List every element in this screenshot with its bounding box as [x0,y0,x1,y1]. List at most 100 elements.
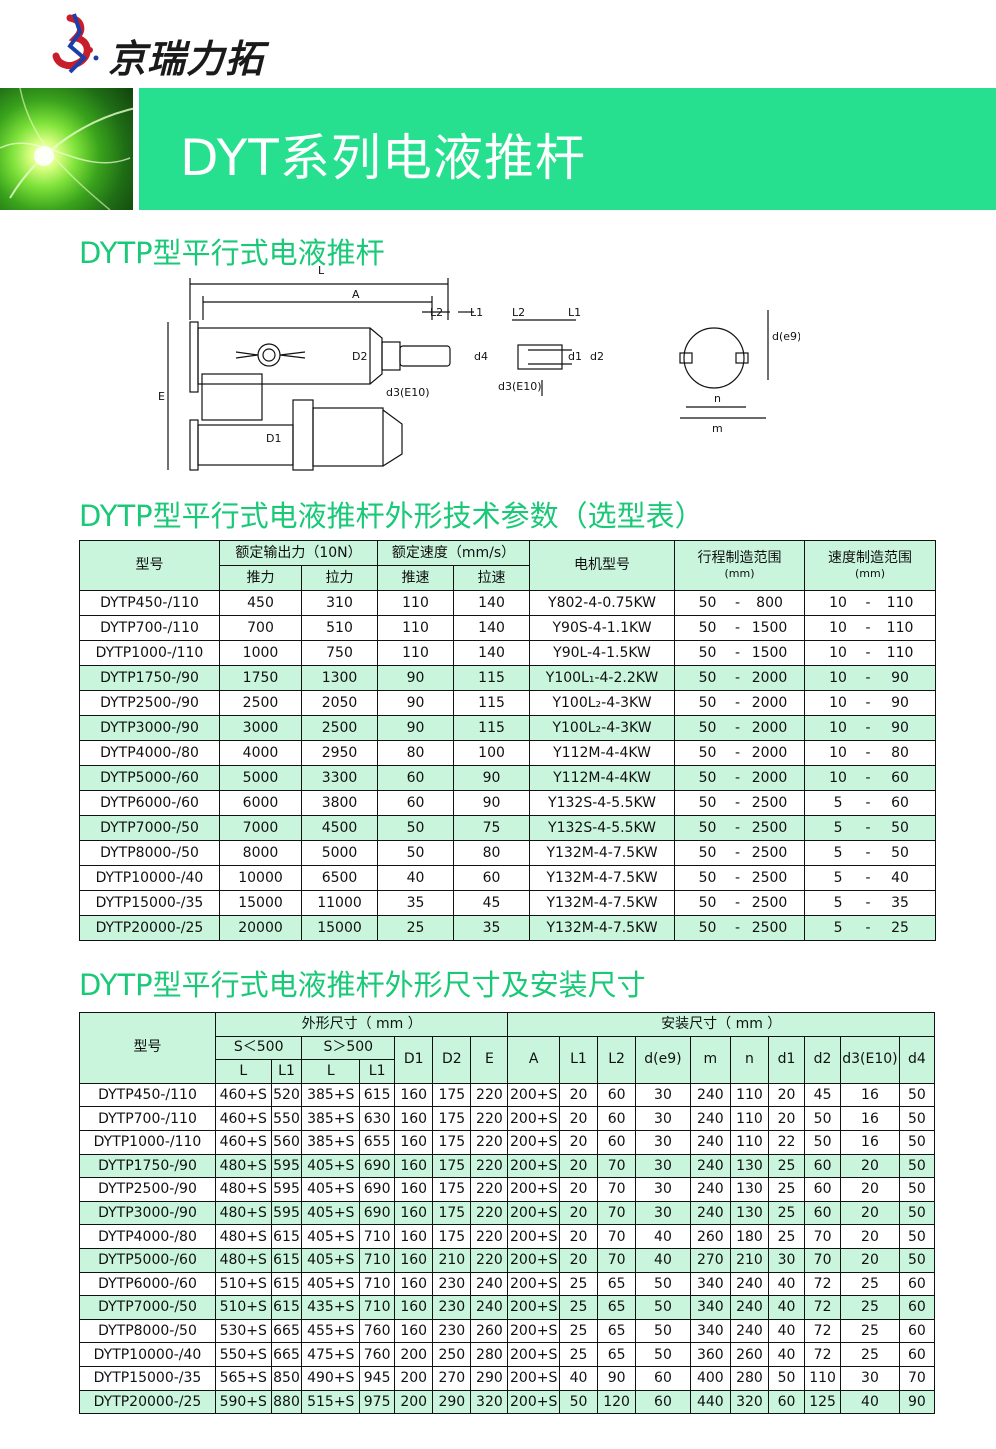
range-max: 2000 [751,695,788,711]
table-cell: 70 [597,1224,637,1249]
range-min: 5 [833,795,843,811]
dim-L1-label: L1 [470,306,483,319]
banner-title: DYT系列电液推杆 [180,129,586,187]
table-cell: 40 [558,1365,599,1391]
table-cell: 665 [270,1342,303,1367]
table-cell: DYTP2500-/90 [79,1177,216,1202]
table-cell: 240 [689,1106,731,1131]
table-cell: 615 [270,1247,303,1273]
header-pull: 拉力 [300,565,379,591]
table-cell: DYTP3000-/90 [79,715,220,741]
table-cell: 560 [270,1129,303,1155]
table-cell: 30 [635,1129,691,1155]
range-dash: - [735,895,741,911]
table-cell: 25 [767,1177,806,1202]
table-cell: 160 [394,1318,434,1344]
table-cell: 110 [377,590,455,616]
table-cell: 340 [689,1318,731,1344]
range-dash: - [865,720,871,736]
table-cell: Y112M-4-4KW [529,740,676,766]
range-dash: - [865,695,871,711]
dim-E-label: E [158,390,165,403]
table-cell: 240 [689,1177,731,1202]
table-cell: 20 [840,1153,900,1179]
table-cell: 30 [840,1365,900,1391]
table-cell: 2500 [219,690,302,716]
table-cell: 22 [767,1129,806,1155]
range-dash: - [735,845,741,861]
range-min: 50 [698,670,717,686]
table-cell: 480+S [214,1247,272,1273]
table-cell: 220 [470,1129,509,1155]
range-max: 1500 [751,620,788,636]
table-cell: 25 [377,915,455,941]
table-cell: 250 [432,1342,472,1367]
table-cell: 175 [432,1200,472,1226]
table-cell: 45 [804,1082,842,1108]
table-cell: 90 [377,665,455,691]
table-cell: 50-2500 [674,890,806,916]
table-cell: 220 [470,1247,509,1273]
dim-n-label: n [714,392,721,405]
dim-d1-label: d1 [568,350,582,363]
table-cell: DYTP3000-/90 [79,1200,216,1226]
table-cell: 2050 [300,690,379,716]
table-cell: 310 [300,590,379,616]
table-cell: 6000 [219,790,302,816]
range-min: 50 [698,745,717,761]
header-d2: d2 [804,1035,842,1084]
table-cell: 450 [219,590,302,616]
range-min: 5 [833,870,843,886]
header-s-lt-500: S＜500 [214,1035,303,1061]
table-cell: 2500 [300,715,379,741]
table-cell: 405+S [301,1247,361,1273]
table-cell: 8000 [219,840,302,866]
table-cell: 110 [377,615,455,641]
header-model: 型号 [79,540,220,591]
range-max: 2000 [751,770,788,786]
table-cell: 50-2000 [674,765,806,791]
header-stroke: 行程制造范围(mm) [674,540,806,591]
table-cell: 50 [635,1318,691,1344]
table-cell: 20 [840,1177,900,1202]
table-cell: Y100L₁-4-2.2KW [529,665,676,691]
table-cell: 240 [470,1271,509,1297]
table-cell: 70 [597,1200,637,1226]
header-L2: L2 [597,1035,637,1084]
table-cell: 60 [804,1177,842,1202]
table-cell: 40 [377,865,455,891]
header-pull-speed: 拉速 [453,565,531,591]
table-cell: 90 [597,1365,637,1391]
range-max: 2000 [751,720,788,736]
table-cell: 595 [270,1177,303,1202]
table-cell: 65 [597,1295,637,1320]
table-cell: 480+S [214,1177,272,1202]
table-cell: 10000 [219,865,302,891]
header-model: 型号 [79,1012,216,1084]
table-cell: 160 [394,1106,434,1131]
table-cell: 175 [432,1106,472,1131]
table-cell: 3300 [300,765,379,791]
header-banner: DYT系列电液推杆 [0,88,996,210]
table-cell: 50 [898,1200,936,1226]
table-cell: 30 [635,1106,691,1131]
table-cell: 50 [898,1082,936,1108]
table-cell: 340 [689,1295,731,1320]
table-cell: 100 [453,740,531,766]
table-cell: DYTP4000-/80 [79,740,220,766]
table-cell: 655 [359,1129,396,1155]
range-min: 50 [698,695,717,711]
table-cell: 50-1500 [674,640,806,666]
table-cell: 30 [635,1082,691,1108]
range-dash: - [865,895,871,911]
table-cell: 25 [840,1271,900,1297]
